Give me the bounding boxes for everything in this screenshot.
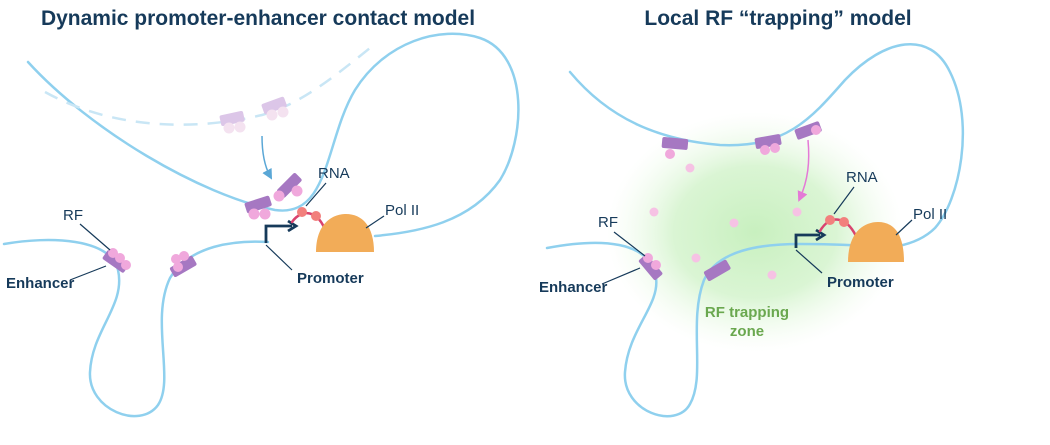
- pol-ii-leader: [365, 215, 385, 229]
- right-panel: Local RF “trapping” model: [539, 7, 965, 418]
- rna-dot: [839, 217, 849, 227]
- enhancer-label: Enhancer: [6, 275, 75, 292]
- rna-leader: [833, 186, 855, 215]
- enhancer-element-2: [169, 251, 197, 277]
- rf-diffusion-arrow: [797, 139, 810, 202]
- rna-leader: [305, 182, 327, 207]
- promoter-tss-arrowhead: [815, 228, 827, 242]
- enhancer-element-upper-1: [661, 137, 689, 159]
- promoter-label: Promoter: [827, 274, 894, 291]
- rna-label: RNA: [318, 165, 350, 182]
- movement-arrow: [261, 135, 273, 180]
- promoter-leader: [795, 249, 823, 274]
- rf-leader: [79, 223, 111, 251]
- enhancer-leader: [69, 265, 107, 281]
- pol-ii-complex: [316, 214, 374, 252]
- rna-label: RNA: [846, 169, 878, 186]
- enhancer-element-upper-2: [754, 134, 782, 155]
- dna-strand-lower: [2, 238, 270, 418]
- enhancer-ghost: [219, 96, 289, 134]
- dna-previous-position: [44, 47, 371, 126]
- rna-dot: [825, 215, 835, 225]
- rna-dot: [311, 211, 321, 221]
- promoter-tss-arrowhead: [287, 219, 299, 233]
- enhancer-element-2: [703, 259, 731, 281]
- enhancer-contact: [244, 173, 303, 220]
- left-panel: Dynamic promoter-enhancer contact model: [2, 7, 520, 418]
- zone-label-line1: RF trapping: [705, 304, 789, 321]
- pol-ii-leader: [895, 219, 913, 236]
- zone-label-line2: zone: [730, 323, 764, 340]
- promoter-tss-arrow: [794, 233, 820, 248]
- pol-ii-label: Pol II: [913, 206, 947, 223]
- rf-label: RF: [63, 207, 83, 224]
- free-rf-particles: [649, 163, 802, 280]
- rf-trapping-zone: [607, 112, 903, 352]
- pol-ii-label: Pol II: [385, 202, 419, 219]
- enhancer-element-upper-3: [794, 121, 822, 140]
- rf-label: RF: [598, 214, 618, 231]
- right-panel-title: Local RF “trapping” model: [644, 7, 911, 30]
- pol-ii-complex: [848, 222, 904, 262]
- promoter-label: Promoter: [297, 270, 364, 287]
- left-panel-title: Dynamic promoter-enhancer contact model: [41, 7, 475, 30]
- promoter-tss-arrow: [264, 224, 292, 243]
- dna-strand-upper: [26, 32, 520, 238]
- rna-dot: [297, 207, 307, 217]
- enhancer-label: Enhancer: [539, 279, 608, 296]
- enhancer-leader: [601, 267, 641, 285]
- rna-transcript: [818, 218, 858, 238]
- enhancer-element: [638, 253, 663, 280]
- rf-leader: [613, 231, 646, 257]
- promoter-leader: [265, 244, 293, 271]
- enhancer-element: [102, 248, 131, 273]
